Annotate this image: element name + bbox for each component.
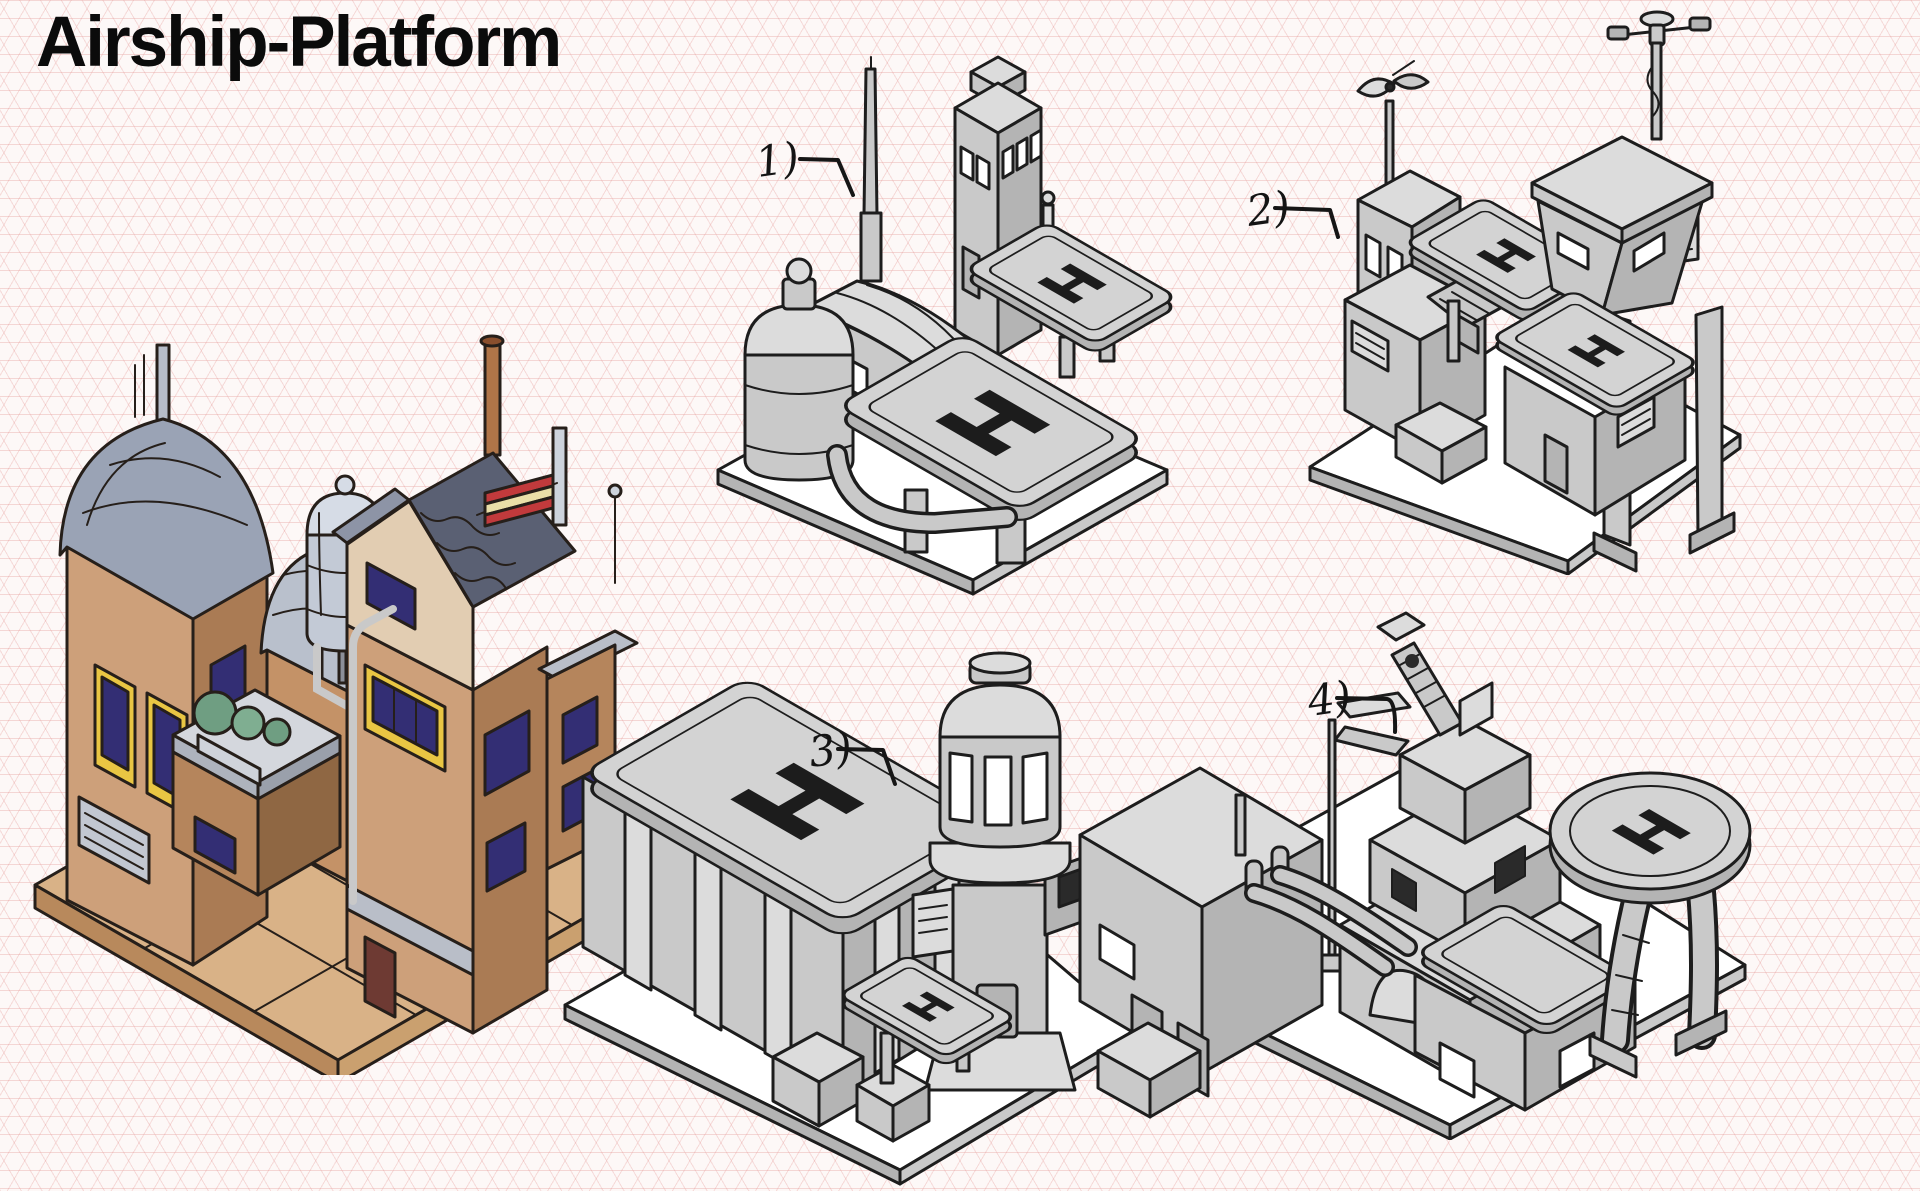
curved-metal-roof [58,417,275,621]
leader-line [1273,206,1340,239]
circular-helipad: H [1548,771,1752,1079]
callout-1: 1) [753,132,855,197]
cabin-window [1556,231,1590,271]
dome-cap [968,651,1032,675]
leader-line [836,747,897,786]
copper-chimney [483,341,502,457]
concept-4-sketch: H [1078,611,1752,1140]
concept-2-sketch: H [1308,10,1742,575]
pulley-dot [1405,654,1419,668]
callout-4: 4) [1305,672,1398,734]
leader-line [798,157,855,197]
annex-roof-pad-building [1413,904,1637,1112]
dome [938,683,1062,739]
callout-number: 2) [1245,181,1293,236]
front-crates [771,1031,931,1143]
door [1543,433,1569,495]
boiler-tank [743,257,855,482]
street-lamp [1317,691,1412,973]
front-helipad: H [841,956,1013,1085]
hangar-roof-helipad: H [590,681,1000,935]
pipe-conduits [1244,845,1418,977]
window [485,821,527,893]
louver-vent [1350,319,1390,373]
control-tower [953,55,1056,357]
gold-pipe [349,605,397,905]
concept-1-sketch: H H [716,55,1173,596]
striped-flag [476,473,558,528]
window [1558,1031,1596,1089]
storage-crate [1394,401,1488,485]
window [1494,845,1526,894]
tower-window-band [959,128,1043,191]
window [561,695,599,765]
gold-framed-window [363,663,447,773]
louver-vent [911,887,955,959]
front-door [363,935,397,1019]
callout-number: 3) [806,722,856,777]
rooftop-antenna [1234,793,1247,857]
cabin-window [1632,231,1666,273]
callout-number: 1) [753,132,803,187]
stilted-watchtower [1530,10,1736,573]
window [1098,923,1136,981]
gable-window [365,561,417,631]
louver-vent [77,795,151,885]
curved-supports [1588,866,1728,1079]
anemometer-mast [1606,10,1712,141]
window [193,815,237,875]
stone-cornice [345,883,475,977]
cupola-windows [948,751,1049,827]
concept-3-sketch: H [563,651,1137,1186]
supply-pipe [826,444,1018,535]
callout-number: 4) [1305,672,1354,726]
window [483,709,531,797]
gold-framed-window [93,663,137,789]
window [1438,1041,1476,1099]
terrace-plants [192,690,292,787]
antenna-mast [859,56,883,283]
callout-2: 2) [1245,181,1340,239]
savonius-wind-turbine [1356,60,1430,189]
window [1391,868,1417,912]
large-helipad: H [843,337,1139,565]
storage-crate [1096,1021,1202,1119]
reference-building-illustration [33,334,652,1075]
steel-chimney [551,426,568,527]
collar-ring [928,841,1072,885]
leader-line [1335,696,1398,734]
page-title: Airship-Platform [36,3,562,82]
rooftop-helipad-building: H [1495,292,1695,517]
antenna-prongs [134,354,145,418]
upper-helipad: H [969,224,1173,379]
central-tower-level-3 [1398,718,1532,845]
loading-crane [1376,611,1494,737]
right-tower [331,334,623,1035]
chimney-pipe [155,343,171,429]
callout-3: 3) [806,722,897,786]
